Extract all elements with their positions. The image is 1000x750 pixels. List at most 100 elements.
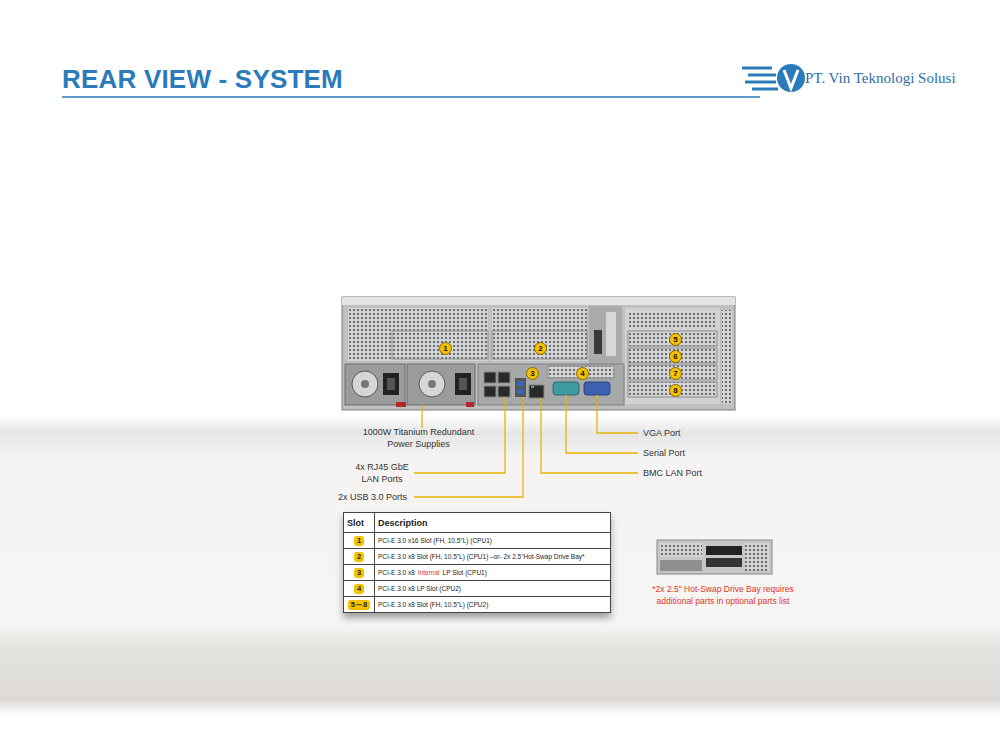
table-cell: 1 bbox=[344, 533, 375, 549]
vent-area bbox=[348, 308, 488, 361]
shelf-band bbox=[0, 415, 1000, 715]
table-heading: Slot bbox=[347, 518, 364, 528]
callout-number: 1 bbox=[439, 342, 452, 355]
slot-plate bbox=[628, 331, 717, 346]
vga-port bbox=[584, 382, 610, 395]
usb-port bbox=[517, 381, 524, 386]
lan-port bbox=[484, 372, 496, 383]
table-cell: PCI-E 3.0 x8 Slot (FH, 10.5"L) (CPU1) –o… bbox=[375, 549, 611, 565]
table-heading: Description bbox=[378, 518, 428, 528]
logo-mark bbox=[784, 70, 798, 88]
vent-area bbox=[745, 543, 769, 571]
table-cell: 2 bbox=[344, 549, 375, 565]
slot-table: Slot Description 1 PCI-E 3.0 x16 Slot (FH,… bbox=[343, 512, 611, 613]
slot-description: PCI-E 3.0 x8 Slot (FH, 10.5"L) (CPU1) –o… bbox=[378, 553, 585, 560]
serial-port bbox=[553, 382, 579, 395]
vent-area bbox=[660, 543, 702, 557]
slot-plate bbox=[628, 382, 717, 397]
table-cell: 3 bbox=[344, 565, 375, 581]
table-cell: PCI-E 3.0 x16 Slot (FH, 10.5"L) (CPU1) bbox=[375, 533, 611, 549]
io-panel bbox=[478, 364, 624, 405]
table-row: 2 PCI-E 3.0 x8 Slot (FH, 10.5"L) (CPU1) –… bbox=[344, 549, 611, 565]
port-led bbox=[531, 386, 534, 388]
vent-area bbox=[722, 310, 732, 404]
psu-fan bbox=[419, 371, 445, 397]
vent-area bbox=[492, 308, 587, 361]
logo-circle bbox=[777, 64, 805, 92]
table-row: Slot Description bbox=[344, 513, 611, 533]
part-label: 2x USB 3.0 Ports bbox=[338, 491, 407, 503]
callout-number: 3 bbox=[526, 367, 539, 380]
power-inlet bbox=[383, 373, 399, 395]
lan-port bbox=[498, 372, 510, 383]
table-row: 3 PCI-E 3.0 x8InternalLP Slot (CPU1) bbox=[344, 565, 611, 581]
power-inlet-pins bbox=[459, 378, 467, 390]
table-cell: PCI-E 3.0 x8InternalLP Slot (CPU1) bbox=[375, 565, 611, 581]
usb-stack bbox=[515, 378, 526, 397]
alt-view-chassis bbox=[657, 540, 772, 574]
footnote: *2x 2.5" Hot-Swap Drive Bay requires add… bbox=[638, 583, 808, 607]
slot-plate bbox=[492, 331, 587, 359]
slot-description: LP Slot (CPU1) bbox=[443, 569, 487, 576]
slide-title: REAR VIEW - SYSTEM bbox=[62, 64, 343, 95]
power-inlet-pins bbox=[387, 378, 395, 390]
logo-speed-line bbox=[752, 88, 778, 91]
callout-number: 4 bbox=[576, 367, 589, 380]
title-rule bbox=[62, 96, 760, 98]
callout-number: 8 bbox=[669, 384, 682, 397]
lan-port bbox=[484, 386, 496, 397]
vent-area bbox=[628, 311, 717, 328]
table-row: 1 PCI-E 3.0 x16 Slot (FH, 10.5"L) (CPU1) bbox=[344, 533, 611, 549]
alt-view-io bbox=[706, 558, 742, 567]
part-label: BMC LAN Port bbox=[643, 467, 702, 479]
leader-line bbox=[597, 395, 638, 433]
psu-fan-hub bbox=[361, 380, 369, 388]
leader-line bbox=[541, 398, 638, 473]
slot-description: PCI-E 3.0 x16 Slot (FH, 10.5"L) (CPU1) bbox=[378, 537, 492, 544]
company-name: PT. Vin Teknologi Solusi bbox=[805, 70, 956, 87]
psu-latch bbox=[466, 402, 474, 407]
usb-port bbox=[517, 389, 524, 394]
chassis-lip bbox=[342, 297, 735, 305]
chassis bbox=[342, 297, 735, 410]
slot-plate bbox=[628, 348, 717, 363]
table-cell: PCI-E 3.0 x8 Slot (FH, 10.5"L) (CPU2) bbox=[375, 597, 611, 613]
table-header: Slot bbox=[344, 513, 375, 533]
callout-number: 5 bbox=[669, 333, 682, 346]
logo-speed-line bbox=[742, 67, 772, 70]
table-row: 4PCI-E 3.0 x8 LP Slot (CPU2) bbox=[344, 581, 611, 597]
slot-plate bbox=[628, 365, 717, 380]
riser-part bbox=[606, 312, 616, 356]
psu-fan bbox=[352, 371, 378, 397]
logo-speed-line bbox=[748, 74, 776, 77]
riser-part bbox=[594, 330, 602, 354]
alt-view-psu bbox=[660, 560, 702, 571]
callout-number: 6 bbox=[669, 350, 682, 363]
part-label: Serial Port bbox=[643, 447, 685, 459]
slot-number: 3 bbox=[354, 568, 364, 578]
slot-number: 1 bbox=[354, 536, 364, 546]
callout-number: 7 bbox=[669, 367, 682, 380]
bmc-lan-port bbox=[529, 385, 544, 398]
logo-speed-line bbox=[745, 81, 776, 84]
psu bbox=[345, 364, 405, 405]
slot-number: 2 bbox=[354, 552, 364, 562]
slot-description: PCI-E 3.0 x8 bbox=[378, 569, 415, 576]
part-label: 1000W Titanium Redundant Power Supplies bbox=[356, 426, 481, 450]
psu-fan-hub bbox=[428, 380, 436, 388]
part-label: 4x RJ45 GbE LAN Ports bbox=[350, 461, 414, 485]
slot-description: PCI-E 3.0 x8 Slot (FH, 10.5"L) (CPU2) bbox=[378, 601, 488, 608]
table-cell: 5～8 bbox=[344, 597, 375, 613]
lan-port bbox=[498, 386, 510, 397]
psu-latch bbox=[396, 402, 406, 407]
callout-number: 2 bbox=[534, 342, 547, 355]
slot-plate bbox=[392, 331, 488, 359]
psu bbox=[407, 364, 475, 405]
slot-bay bbox=[625, 308, 720, 404]
slot-description: PCI-E 3.0 x8 LP Slot (CPU2) bbox=[378, 585, 461, 592]
table-cell: PCI-E 3.0 x8 LP Slot (CPU2) bbox=[375, 581, 611, 597]
slot-description: Internal bbox=[418, 569, 440, 576]
